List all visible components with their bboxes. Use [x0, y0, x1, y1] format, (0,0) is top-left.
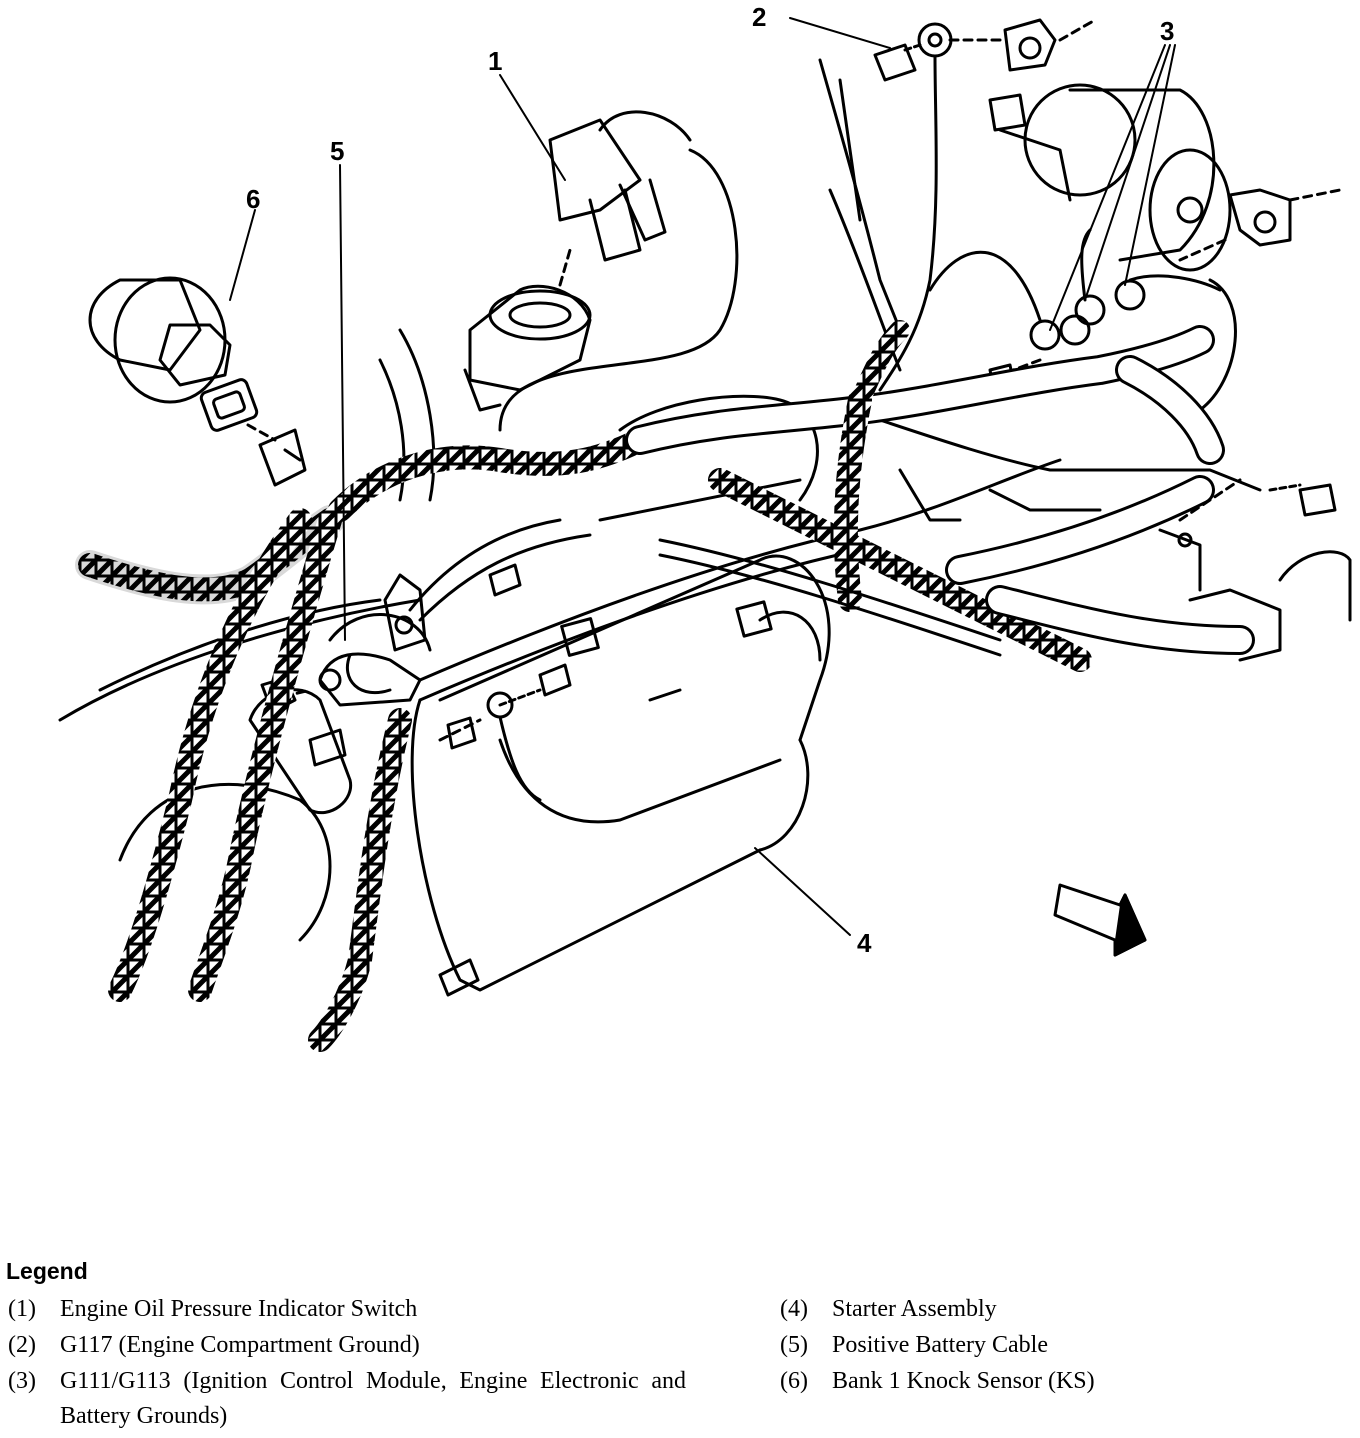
legend-item-number: (4) [780, 1296, 808, 1322]
knock-sensor [88, 276, 307, 487]
callout-5: 5 [330, 136, 344, 166]
legend-item-text: G117 (Engine Compartment Ground) [60, 1332, 420, 1358]
starter-assembly [308, 394, 831, 997]
oil-pressure-switch [463, 110, 739, 432]
legend-item-number: (2) [8, 1332, 36, 1358]
callout-3: 3 [1160, 16, 1174, 46]
legend-item-text: Bank 1 Knock Sensor (KS) [832, 1368, 1095, 1394]
legend-item-number: (5) [780, 1332, 808, 1358]
wiring-harness [75, 320, 1255, 1052]
legend-item-number: (6) [780, 1368, 808, 1394]
legend: Legend (1) Engine Oil Pressure Indicator… [0, 1256, 1360, 1438]
legend-item: (3) G111/G113 (Ignition Control Module, … [8, 1364, 708, 1434]
ground-eyelets [873, 18, 1342, 412]
callout-1: 1 [488, 46, 502, 76]
legend-item-text: Engine Oil Pressure Indicator Switch [60, 1296, 418, 1322]
legend-item-text: Starter Assembly [832, 1296, 997, 1322]
callout-leaders [229, 17, 1176, 936]
callout-6: 6 [246, 184, 260, 214]
callout-2: 2 [752, 2, 766, 32]
legend-item-number: (3) [8, 1368, 36, 1394]
direction-arrow-icon [1053, 883, 1147, 957]
legend-item-number: (1) [8, 1296, 36, 1322]
bracket-bolts [1177, 478, 1337, 548]
callout-4: 4 [857, 928, 872, 958]
legend-item-text: Positive Battery Cable [832, 1332, 1048, 1358]
legend-item-text: G111/G113 (Ignition Control Module, Engi… [60, 1368, 686, 1429]
engine-wiring-diagram: 1 2 3 4 5 6 [58, 2, 1352, 1052]
legend-title: Legend [6, 1258, 88, 1284]
engine-block [58, 58, 1352, 942]
